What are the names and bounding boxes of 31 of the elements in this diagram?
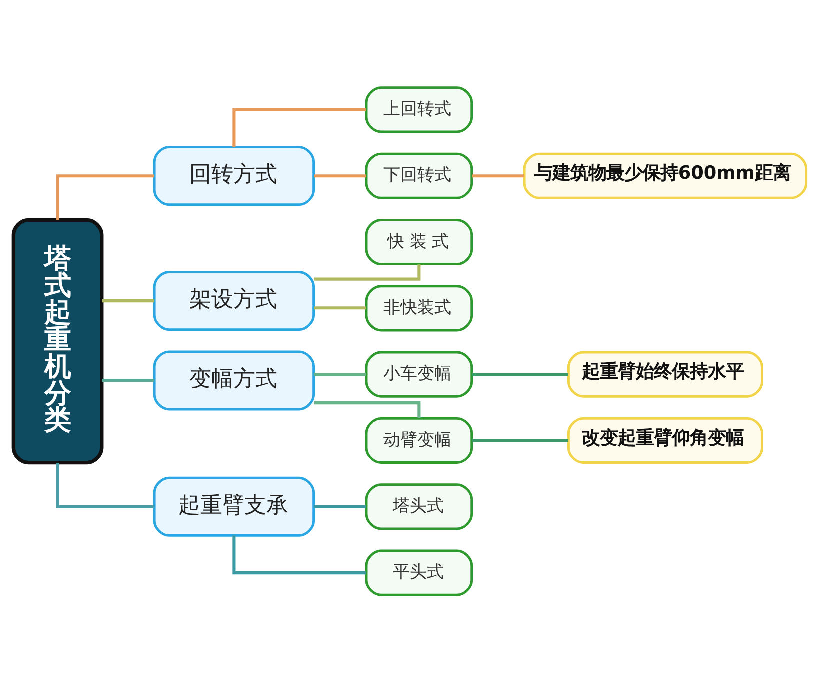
connector [314,402,421,418]
connector [56,463,154,508]
connector [232,108,366,148]
node-box: 与建筑物最少保持600mm距离 [523,152,808,200]
node-box: 回转方式 [153,146,316,206]
connector [56,174,154,220]
node-box: 塔式起重机分类 [12,218,104,465]
node-box: 下回转式 [365,152,474,200]
node-box: 改变起重臂仰角变幅 [567,417,764,464]
connector [102,379,154,382]
connector [314,264,421,281]
connector [102,300,154,303]
node-box: 上回转式 [365,86,474,134]
connector [314,174,366,178]
connector [314,306,366,310]
connector [232,536,366,575]
connector [314,373,366,376]
node-box: 架设方式 [153,271,316,332]
connector [314,505,366,508]
node-box: 非快装式 [365,285,474,332]
node-box: 起重臂始终保持水平 [567,351,764,398]
connector [472,373,568,376]
connector [472,174,524,178]
connector [472,439,568,442]
node-box: 变幅方式 [153,350,316,411]
node-box: 平头式 [365,550,474,596]
node-box: 起重臂支承 [153,476,316,537]
node-box: 动臂变幅 [365,417,474,464]
node-box: 塔头式 [365,484,474,530]
node-box: 小车变幅 [365,351,474,398]
node-box: 快 装 式 [365,219,474,266]
